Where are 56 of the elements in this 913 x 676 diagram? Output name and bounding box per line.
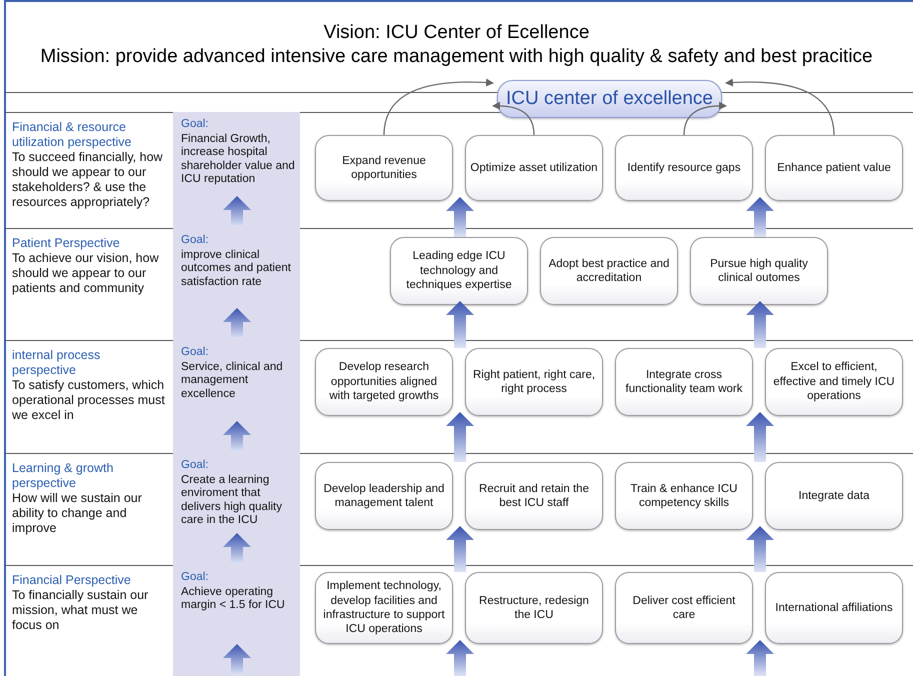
block-arrow [446, 526, 474, 572]
goal-text: Service, clinical and management excellence [181, 361, 284, 401]
block-arrow [446, 412, 474, 462]
strategy-box: Restructure, redesign the ICU [465, 572, 603, 644]
curved-arrow [725, 78, 835, 136]
perspective-heading: Financial Perspective [12, 573, 132, 588]
block-arrow [446, 197, 474, 237]
perspective-question: To satisfy customers, which operational processes must we excel in [12, 378, 166, 423]
curved-arrow [683, 102, 727, 136]
perspective-heading: Financial & resource utilization perspective [12, 120, 133, 150]
strategy-box: Implement technology, develop facilities and infrastructure to support ICU operations [315, 572, 453, 644]
block-arrow [446, 640, 474, 676]
strategy-box: Identify resource gaps [615, 135, 753, 201]
mission-statement: Mission: provide advanced intensive care management with high quality & safety and best pracitice [39, 46, 874, 68]
goal-label: Goal: [181, 571, 210, 584]
block-arrow [746, 640, 774, 676]
strategy-box: Recruit and retain the best ICU staff [465, 462, 603, 530]
strategy-box: Leading edge ICU technology and techniques expertise [390, 237, 528, 305]
goal-text: Financial Growth, increase hospital shareholder value and ICU reputation [181, 133, 296, 186]
goal-label: Goal: [181, 459, 210, 472]
block-arrow [746, 526, 774, 572]
vision-title: Vision: ICU Center of Ecellence [322, 22, 590, 44]
curved-arrow [492, 102, 535, 136]
strategy-box: Right patient, right care, right process [465, 348, 603, 416]
strategy-box: Expand revenue opportunities [315, 135, 453, 201]
center-pill: ICU center of excellence [497, 80, 722, 118]
perspective-heading: Learning & growth perspective [12, 461, 114, 491]
perspective-question: To financially sustain our mission, what must we focus on [12, 588, 150, 633]
strategy-box: Adopt best practice and accreditation [540, 237, 678, 305]
block-arrow [446, 301, 474, 348]
curved-arrow [383, 78, 494, 136]
strategy-box: Train & enhance ICU competency skills [615, 462, 753, 530]
goal-label: Goal: [181, 346, 210, 360]
goal-text: improve clinical outcomes and patient satisfaction rate [181, 249, 292, 289]
strategy-box: Integrate data [765, 462, 903, 530]
perspective-question: To achieve our vision, how should we appear to our patients and community [12, 251, 160, 296]
perspective-heading: Patient Perspective [12, 236, 121, 251]
block-arrow [746, 412, 774, 462]
goal-label: Goal: [181, 118, 210, 132]
strategy-box: Deliver cost efficient care [615, 572, 753, 644]
perspective-question: To succeed financially, how should we appear to our stakeholders? & use the resources appropriately? [12, 150, 164, 210]
goal-text: Create a learning enviroment that delivers high quality care in the ICU [181, 474, 284, 528]
goal-text: Achieve operating margin < 1.5 for ICU [181, 586, 286, 613]
goal-label: Goal: [181, 234, 210, 248]
perspective-question: How will we sustain our ability to change and improve [12, 491, 143, 536]
strategy-box: Integrate cross functionality team work [615, 348, 753, 416]
strategy-box: Develop research opportunities aligned with targeted growths [315, 348, 453, 416]
strategy-box: Optimize asset utilization [465, 135, 603, 201]
block-arrow [746, 301, 774, 348]
strategy-box: International affiliations [765, 572, 903, 644]
strategy-box: Excel to efficient, effective and timely ICU operations [765, 348, 903, 416]
block-arrow [746, 197, 774, 237]
strategy-box: Develop leadership and management talent [315, 462, 453, 530]
strategy-box: Enhance patient value [765, 135, 903, 201]
perspective-heading: internal process perspective [12, 348, 102, 378]
strategy-box: Pursue high quality clinical outomes [690, 237, 828, 305]
